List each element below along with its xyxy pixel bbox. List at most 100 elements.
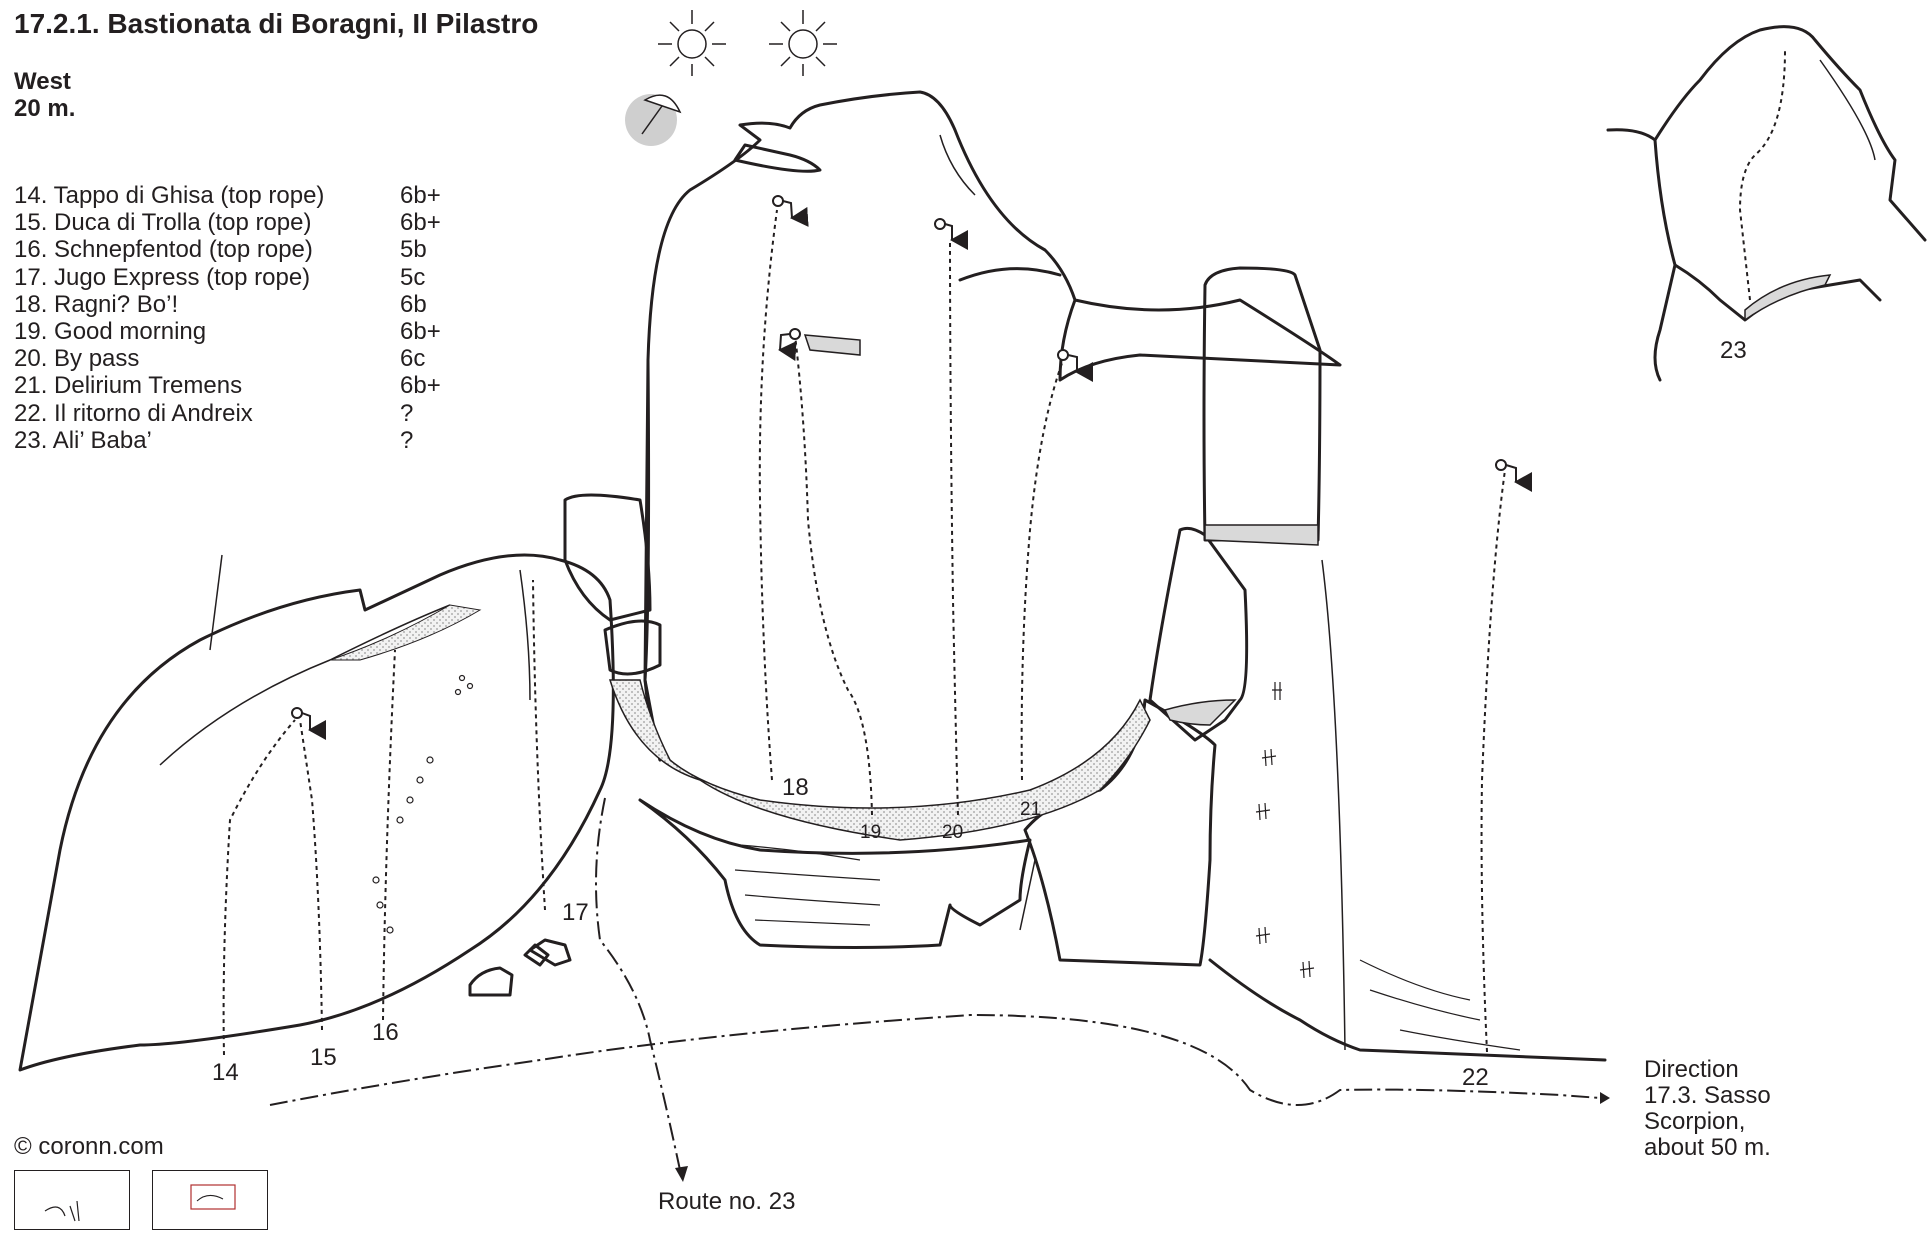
route-line-14: [224, 720, 295, 1055]
texture-pebble: [377, 902, 383, 908]
list-item: 23. Ali’ Baba’?: [14, 427, 441, 454]
approach-path-route23: [596, 798, 680, 1170]
route-name: 19. Good morning: [14, 318, 400, 345]
route-name: 20. By pass: [14, 345, 400, 372]
lower-off-arrow: [945, 224, 952, 240]
route-line-20: [950, 240, 958, 815]
texture-hatch: [1262, 749, 1276, 766]
list-item: 14. Tappo di Ghisa (top rope)6b+: [14, 182, 441, 209]
upper-pillar: [1204, 268, 1320, 540]
route-number-label: 16: [372, 1019, 399, 1046]
route-number-label: 22: [1462, 1064, 1489, 1091]
route-grade: 6b+: [400, 372, 441, 399]
route-grade: 5c: [400, 264, 425, 291]
lower-off-arrow: [302, 713, 310, 730]
left-slab-outline: [20, 555, 613, 1070]
thumbnail-sketch[interactable]: [14, 1170, 130, 1230]
route-number-label: 21: [1020, 799, 1041, 820]
texture-pebble: [397, 817, 403, 823]
texture-pebble: [407, 797, 413, 803]
route-name: 14. Tappo di Ghisa (top rope): [14, 182, 400, 209]
route-name: 17. Jugo Express (top rope): [14, 264, 400, 291]
page-title: 17.2.1. Bastionata di Boragni, Il Pilast…: [14, 8, 538, 40]
small-overhang: [735, 145, 820, 171]
route-line-22: [1482, 470, 1505, 1052]
texture-hatch: [1300, 961, 1314, 978]
direction-line: Direction: [1644, 1057, 1771, 1083]
route-name: 16. Schnepfentod (top rope): [14, 236, 400, 263]
texture-strata: [735, 845, 880, 925]
direction-line: Scorpion,: [1644, 1109, 1771, 1135]
direction-line: about 50 m.: [1644, 1135, 1771, 1161]
list-item: 17. Jugo Express (top rope)5c: [14, 264, 441, 291]
rock-23-ledge: [1745, 275, 1830, 320]
sun-icon: [658, 10, 726, 76]
route-name: 23. Ali’ Baba’: [14, 427, 400, 454]
lower-off-anchor-icon: [292, 196, 1506, 718]
pillar-ledge: [1205, 525, 1318, 545]
ledge-slab-dotted: [330, 605, 480, 660]
route-name: 21. Delirium Tremens: [14, 372, 400, 399]
list-item: 22. Il ritorno di Andreix?: [14, 400, 441, 427]
texture-pebble: [387, 927, 393, 933]
texture-hatch: [1256, 803, 1270, 820]
overhang-ledge: [805, 335, 860, 355]
route-number-label: 15: [310, 1044, 337, 1071]
crack-near-17: [520, 570, 530, 700]
list-item: 16. Schnepfentod (top rope)5b: [14, 236, 441, 263]
route-name: 18. Ragni? Bo’!: [14, 291, 400, 318]
central-tower-outline: [645, 92, 1340, 760]
right-wall-outline: [1210, 960, 1605, 1060]
crack-left-top: [210, 555, 222, 650]
lower-off-arrow: [783, 201, 792, 218]
route-name: 15. Duca di Trolla (top rope): [14, 209, 400, 236]
lower-off-arrow: [780, 334, 790, 350]
route-grade: 5b: [400, 236, 427, 263]
route-list: 14. Tappo di Ghisa (top rope)6b+ 15. Duc…: [14, 182, 441, 454]
crag-height: 20 m.: [14, 95, 75, 122]
route-grade: 6b+: [400, 318, 441, 345]
route-line-17: [533, 580, 545, 910]
route-number-label: 23: [1720, 337, 1747, 364]
lower-off-arrow: [1506, 465, 1516, 482]
route-grade: 6b+: [400, 182, 441, 209]
route-line-23: [1740, 50, 1785, 300]
list-item: 18. Ragni? Bo’!6b: [14, 291, 441, 318]
texture-pebble: [468, 684, 473, 689]
copyright-notice: © coronn.com: [14, 1133, 164, 1161]
boulder-a: [470, 968, 512, 995]
aspect-info: West 20 m.: [14, 68, 75, 122]
route-number-label: 14: [212, 1059, 239, 1086]
texture-pebble: [373, 877, 379, 883]
photo-icon: [153, 1171, 269, 1231]
sun-icon: [769, 10, 837, 76]
chockstone-left: [565, 495, 650, 620]
approach-path: [270, 1015, 1600, 1105]
thumbnail-photo[interactable]: [152, 1170, 268, 1230]
route-line-18: [760, 210, 777, 780]
route-name: 22. Il ritorno di Andreix: [14, 400, 400, 427]
texture-pebble: [460, 676, 465, 681]
route23-arrowhead: [675, 1166, 688, 1182]
ledge-dotted: [610, 680, 1150, 840]
route-number-label: 20: [942, 822, 963, 843]
route-number-label: 19: [860, 822, 881, 843]
upper-crest: [960, 269, 1060, 280]
route-line-16: [383, 650, 395, 1020]
direction-note: Direction 17.3. Sasso Scorpion, about 50…: [1644, 1057, 1771, 1161]
direction-arrowhead: [1600, 1092, 1610, 1104]
route-line-15: [300, 720, 322, 1030]
aspect-direction: West: [14, 68, 75, 95]
rock-23-outline: [1608, 27, 1925, 240]
texture-strata: [1360, 960, 1520, 1050]
list-item: 15. Duca di Trolla (top rope)6b+: [14, 209, 441, 236]
route-grade: 6b+: [400, 209, 441, 236]
texture-hatch: [1256, 927, 1270, 944]
route-grade: ?: [400, 400, 413, 427]
route-grade: 6b: [400, 291, 427, 318]
crack-right: [1322, 560, 1345, 1050]
list-item: 20. By pass6c: [14, 345, 441, 372]
texture-hatch: [1272, 682, 1282, 700]
sketch-icon: [15, 1171, 131, 1231]
